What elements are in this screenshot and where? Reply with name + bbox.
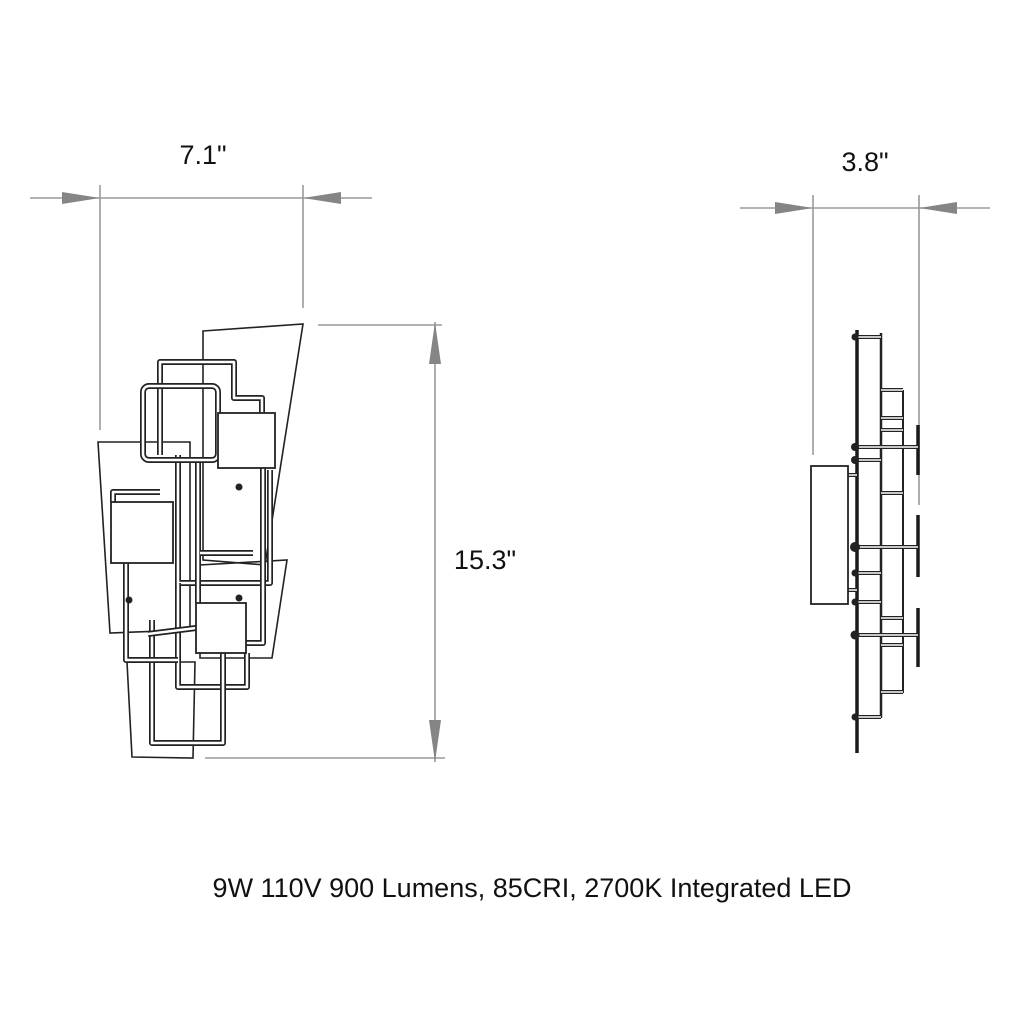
side-view-drawing — [810, 330, 920, 753]
depth-label: 3.8" — [841, 147, 889, 177]
height-label: 15.3" — [453, 545, 517, 575]
arrow-left-icon — [303, 192, 341, 204]
width-label: 7.1" — [179, 140, 227, 170]
width-dimension — [30, 185, 372, 430]
arrow-up-icon — [429, 322, 441, 364]
arrow-right-icon — [62, 192, 100, 204]
arrow-left-icon — [919, 202, 957, 214]
front-view-drawing — [97, 323, 304, 759]
arrow-right-icon — [775, 202, 813, 214]
height-dimension — [205, 322, 445, 762]
arrow-down-icon — [429, 720, 441, 762]
spec-caption: 9W 110V 900 Lumens, 85CRI, 2700K Integra… — [212, 873, 852, 903]
